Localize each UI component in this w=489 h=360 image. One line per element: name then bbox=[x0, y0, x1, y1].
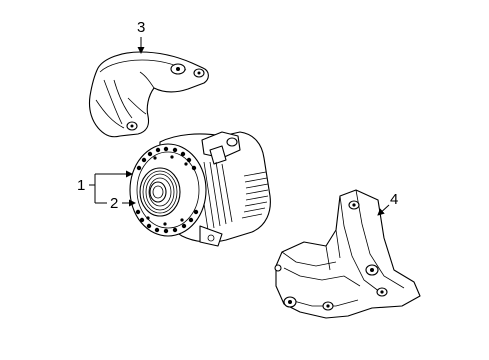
rear-cooling-fins bbox=[241, 171, 269, 219]
callout-2: 2 bbox=[110, 195, 136, 212]
pulley bbox=[139, 167, 181, 217]
callout-label-2: 2 bbox=[110, 195, 118, 212]
alternator-shield bbox=[88, 51, 209, 138]
front-vent-holes bbox=[135, 146, 199, 234]
mounting-bracket bbox=[274, 189, 421, 319]
callout-1: 1 bbox=[77, 170, 133, 204]
callout-label-3: 3 bbox=[137, 19, 145, 36]
callout-3: 3 bbox=[137, 19, 145, 54]
callout-label-4: 4 bbox=[390, 191, 398, 208]
alternator bbox=[129, 131, 271, 247]
callout-label-1: 1 bbox=[77, 177, 85, 194]
callout-4: 4 bbox=[377, 191, 398, 216]
